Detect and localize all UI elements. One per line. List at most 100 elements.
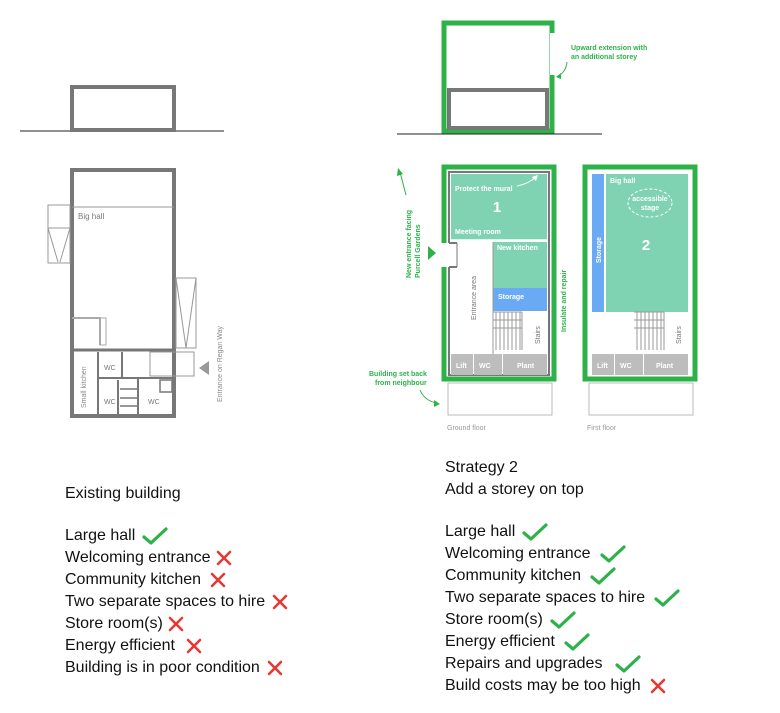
- protect-mural-label: Protect the mural: [455, 186, 513, 193]
- new-entrance-label: New entrance facing: [406, 210, 413, 278]
- existing-item-label: Large hall: [65, 527, 136, 544]
- strategy-item-label: Energy efficient: [445, 633, 555, 650]
- strategy-item: Repairs and upgrades: [445, 653, 642, 675]
- cross-icon: [168, 616, 184, 632]
- check-icon: [142, 527, 168, 545]
- first-storage-label: Storage: [596, 237, 603, 263]
- existing-small-kitchen-label: Small kitchen: [81, 366, 88, 408]
- first-lift-box: [592, 354, 614, 375]
- insulate-label: Insulate and repair: [561, 269, 568, 332]
- ground-floor-outline: [441, 164, 557, 382]
- check-icon: [590, 567, 616, 585]
- strategy-item-label: Build costs may be too high: [445, 677, 641, 694]
- existing-plan: Big hall Small kitchen WC WC WC Entrance…: [47, 168, 224, 418]
- existing-item: Two separate spaces to hire: [65, 591, 289, 613]
- first-stairs-label: Stairs: [676, 326, 683, 344]
- new-kitchen-area: [493, 242, 547, 288]
- first-floor-plan: Storage Big hall accessible stage 2 Stai…: [582, 164, 698, 432]
- strategy-item: Energy efficient: [445, 631, 591, 653]
- plant-box: [503, 354, 547, 375]
- existing-entrance-arrow-icon: [199, 361, 209, 375]
- strategy-item: Build costs may be too high: [445, 675, 667, 697]
- strategy-list: Strategy 2 Add a storey on top Large hal…: [445, 457, 765, 702]
- new-entrance-label-2: Purcell Gardens: [415, 224, 422, 278]
- cross-icon: [650, 678, 665, 694]
- existing-item-label: Building is in poor condition: [65, 659, 260, 676]
- strategy-item: Large hall: [445, 521, 549, 543]
- strategy-item-label: Repairs and upgrades: [445, 655, 603, 672]
- strategy-subtitle: Add a storey on top: [445, 481, 584, 498]
- strategy-item: Two separate spaces to hire: [445, 587, 681, 609]
- upward-ext-label-2: an additional storey: [571, 54, 637, 61]
- existing-section: [20, 85, 224, 132]
- right-ramp: [175, 277, 197, 349]
- existing-item-label: Energy efficient: [65, 637, 175, 654]
- setback-arrow-icon: [419, 389, 437, 404]
- section-extension-outline: [441, 20, 555, 134]
- existing-section-box: [70, 85, 176, 132]
- existing-outer-wall: [70, 168, 176, 418]
- upward-ext-arrow-icon: [557, 61, 568, 77]
- left-bay: [47, 204, 71, 264]
- existing-wc-label-1: WC: [104, 365, 116, 372]
- plant-label: Plant: [517, 363, 535, 370]
- storage-label: Storage: [498, 294, 524, 301]
- check-icon: [550, 611, 576, 629]
- setback-label-2: from neighbour: [375, 380, 427, 387]
- strategy-item-label: Large hall: [445, 523, 516, 540]
- cross-icon: [216, 550, 231, 566]
- wc-label: WC: [479, 363, 491, 370]
- entrance-arrow-icon: [428, 246, 436, 260]
- existing-wc-label-2: WC: [104, 399, 116, 406]
- strategy-item-label: Welcoming entrance: [445, 545, 591, 562]
- existing-item-label: Two separate spaces to hire: [65, 593, 266, 610]
- strategy-item: Community kitchen: [445, 565, 617, 587]
- space-2-area: [606, 174, 688, 312]
- first-setback-zone: [588, 382, 694, 416]
- strategy-item-label: Community kitchen: [445, 567, 582, 584]
- existing-title: Existing building: [65, 485, 181, 502]
- existing-big-hall-label: Big hall: [78, 212, 104, 221]
- check-icon: [564, 633, 590, 651]
- entrance-area-label: Entrance area: [471, 276, 478, 320]
- existing-item: Energy efficient: [65, 635, 203, 657]
- accessible-stage: [627, 188, 673, 218]
- check-icon: [522, 523, 548, 541]
- check-icon: [615, 655, 642, 673]
- meeting-room-label: Meeting room: [455, 229, 501, 236]
- section-existing-box: [447, 88, 549, 130]
- space-1-area: [451, 174, 547, 240]
- new-entrance-arrow-icon: [399, 171, 407, 196]
- existing-item-label: Store room(s): [65, 615, 163, 632]
- wc-box: [474, 354, 502, 375]
- cross-icon: [267, 660, 283, 676]
- new-kitchen-label: New kitchen: [497, 245, 538, 252]
- existing-item-label: Welcoming entrance: [65, 549, 211, 566]
- lift-box: [451, 354, 473, 375]
- existing-item: Store room(s): [65, 613, 185, 635]
- existing-entrance-label: Entrance on Regan Way: [217, 325, 224, 402]
- strategy-item: Store room(s): [445, 609, 577, 631]
- lift-label: Lift: [456, 363, 468, 370]
- setback-label: Building set back: [369, 371, 427, 378]
- first-wc-label: WC: [620, 363, 632, 370]
- space-2-number: 2: [642, 237, 650, 254]
- cross-icon: [186, 638, 202, 654]
- first-lift-label: Lift: [597, 363, 609, 370]
- first-storage-strip: [592, 174, 604, 312]
- setback-zone: [447, 382, 553, 416]
- stairs-label: Stairs: [535, 326, 542, 344]
- strategy-title: Strategy 2: [445, 459, 518, 476]
- existing-item: Building is in poor condition: [65, 657, 284, 679]
- ground-stairs: [493, 311, 523, 350]
- upward-ext-label: Upward extension with: [571, 45, 647, 52]
- strategy-section: Upward extension with an additional stor…: [397, 20, 647, 135]
- ground-floor-plan: Protect the mural 1 Meeting room New kit…: [369, 164, 568, 432]
- existing-item: Community kitchen: [65, 569, 227, 591]
- first-big-hall-label: Big hall: [610, 178, 635, 185]
- storage-area: [493, 288, 547, 311]
- strategy-item-label: Two separate spaces to hire: [445, 589, 646, 606]
- stage-label: stage: [641, 205, 659, 212]
